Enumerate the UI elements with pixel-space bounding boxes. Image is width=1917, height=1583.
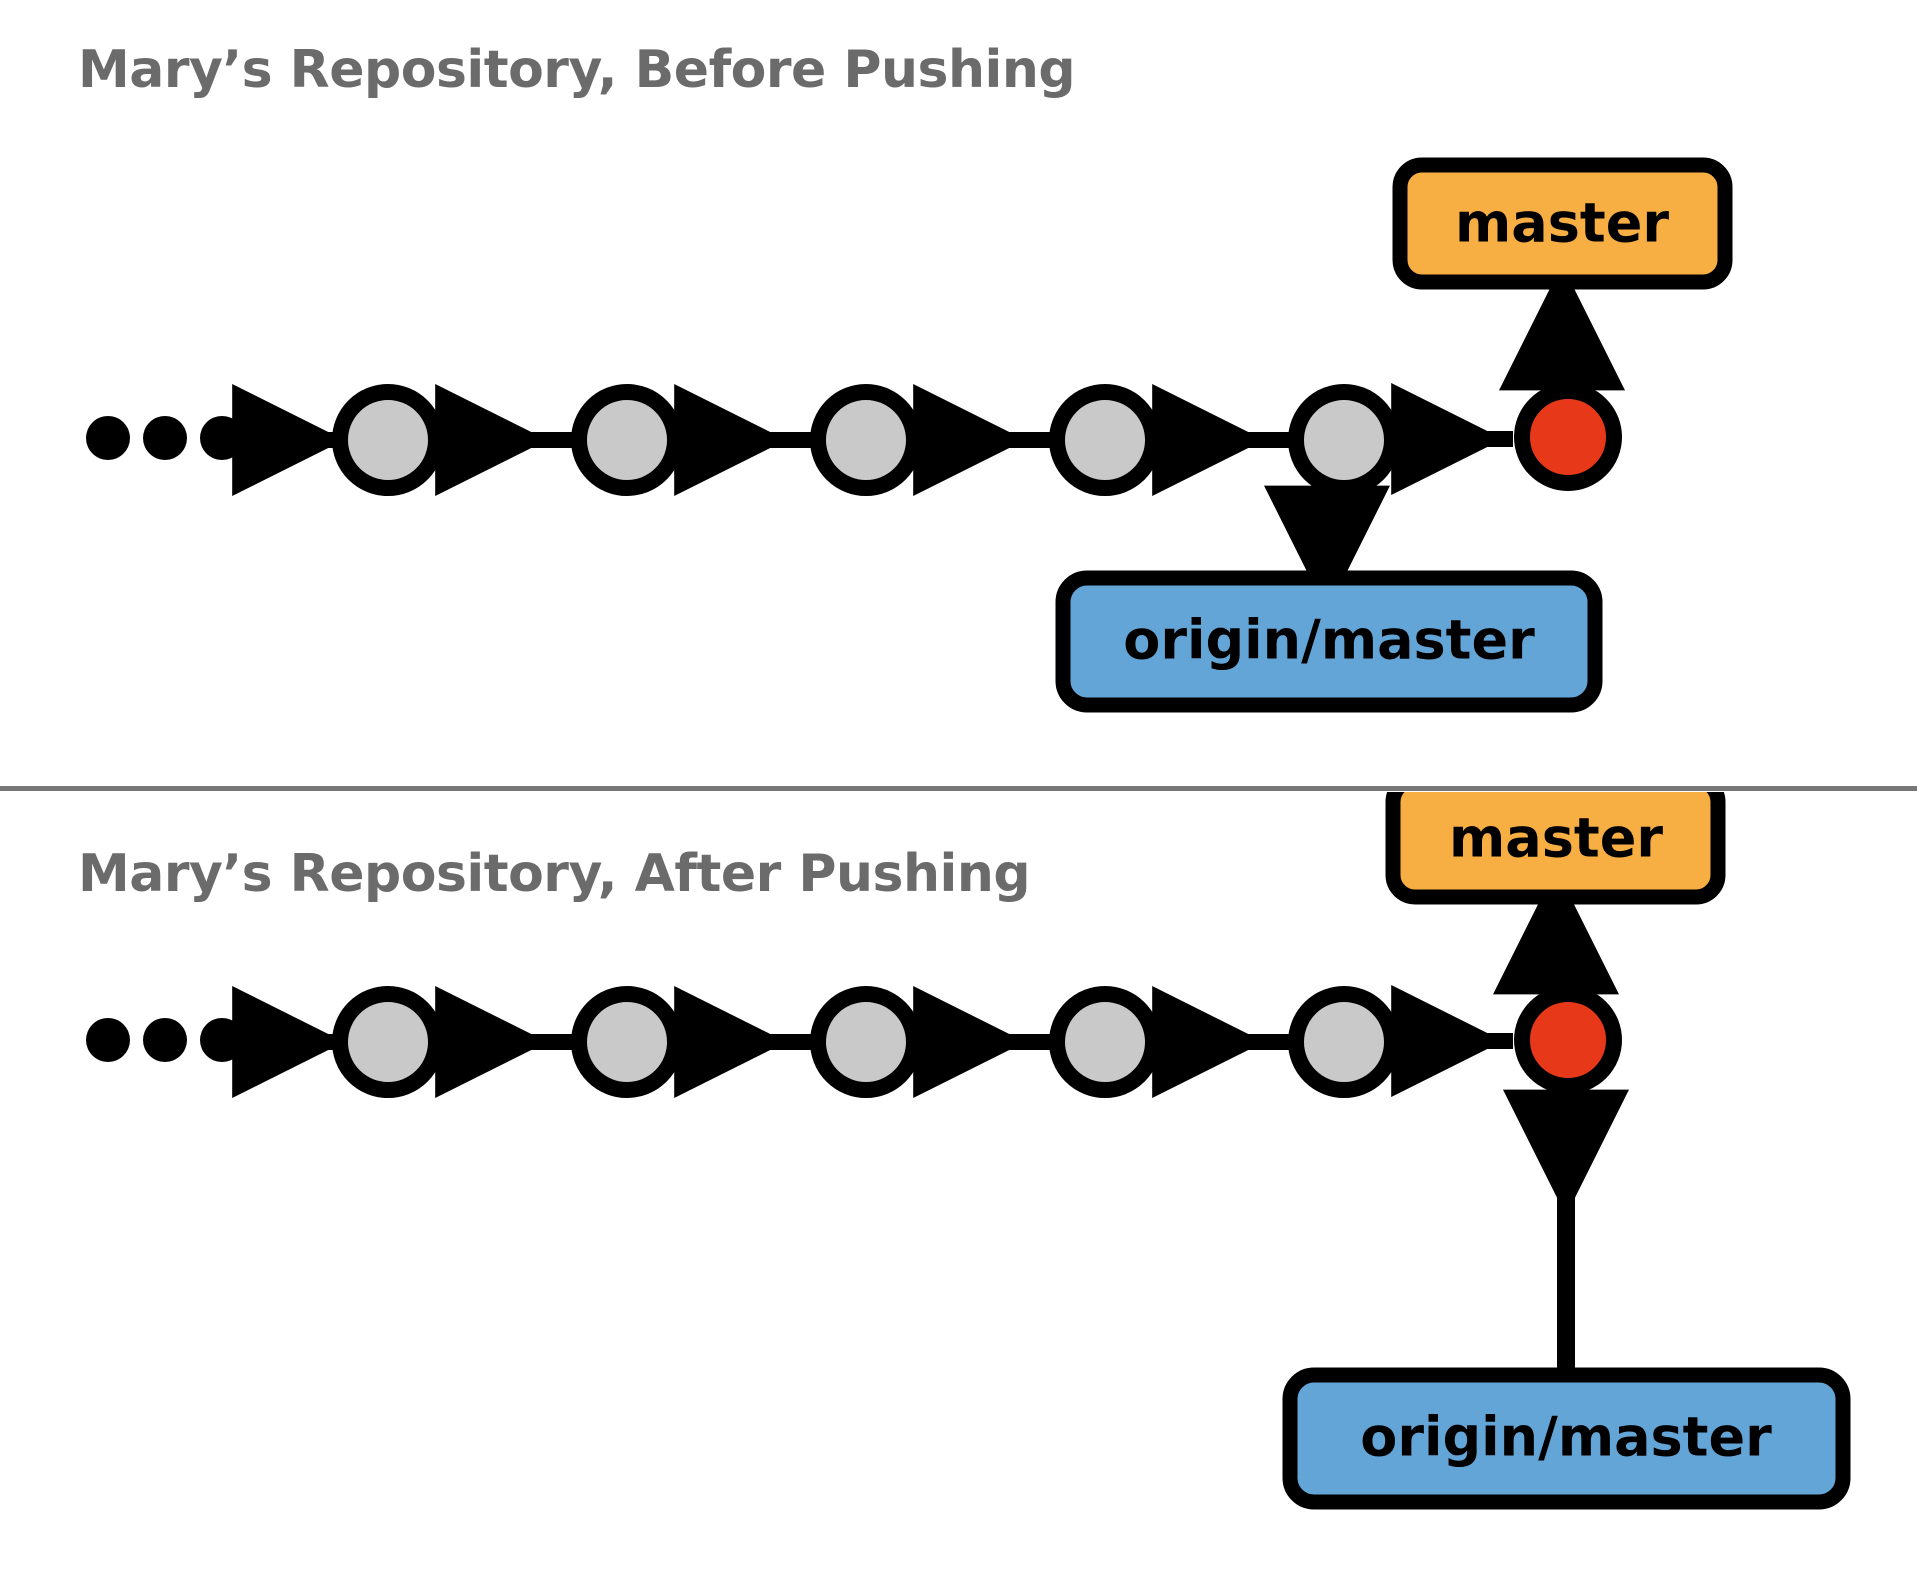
ref-box-origin-master[interactable]: origin/master bbox=[1282, 1367, 1851, 1510]
ellipsis-icon bbox=[86, 1018, 244, 1062]
panel-title-after: Mary’s Repository, After Pushing bbox=[78, 844, 1031, 904]
commit-graph-after: master origin/master bbox=[86, 792, 1851, 1510]
commit-node-c2[interactable] bbox=[571, 986, 683, 1098]
ref-label-origin-master: origin/master bbox=[1360, 1406, 1772, 1469]
ref-label-origin-master: origin/master bbox=[1123, 609, 1535, 672]
commit-node-c5[interactable] bbox=[1288, 986, 1400, 1098]
commit-node-c1[interactable] bbox=[332, 384, 444, 496]
commit-parent-arrows bbox=[232, 985, 1513, 1098]
ref-label-master: master bbox=[1455, 192, 1669, 255]
panel-title-before: Mary’s Repository, Before Pushing bbox=[78, 40, 1076, 100]
ref-box-origin-master[interactable]: origin/master bbox=[1055, 570, 1603, 713]
commit-node-c4[interactable] bbox=[1049, 986, 1161, 1098]
ref-box-master[interactable]: master bbox=[1392, 157, 1733, 290]
commit-node-c1[interactable] bbox=[332, 986, 444, 1098]
ref-label-master: master bbox=[1449, 807, 1663, 870]
panel-after-pushing: Mary’s Repository, After Pushing bbox=[0, 792, 1917, 1583]
commit-node-c6-head[interactable] bbox=[1514, 383, 1622, 491]
commit-node-c6-head[interactable] bbox=[1514, 986, 1622, 1094]
commit-node-c4[interactable] bbox=[1049, 384, 1161, 496]
commit-node-c5[interactable] bbox=[1288, 384, 1400, 496]
commit-node-c3[interactable] bbox=[810, 384, 922, 496]
ellipsis-icon bbox=[86, 416, 244, 460]
panel-divider bbox=[0, 786, 1917, 791]
commit-node-c2[interactable] bbox=[571, 384, 683, 496]
ref-box-master[interactable]: master bbox=[1385, 792, 1726, 905]
commit-node-c3[interactable] bbox=[810, 986, 922, 1098]
commit-graph-before: master origin/master bbox=[86, 157, 1733, 713]
panel-before-pushing: Mary’s Repository, Before Pushing bbox=[0, 0, 1917, 788]
commit-parent-arrows bbox=[232, 383, 1513, 496]
